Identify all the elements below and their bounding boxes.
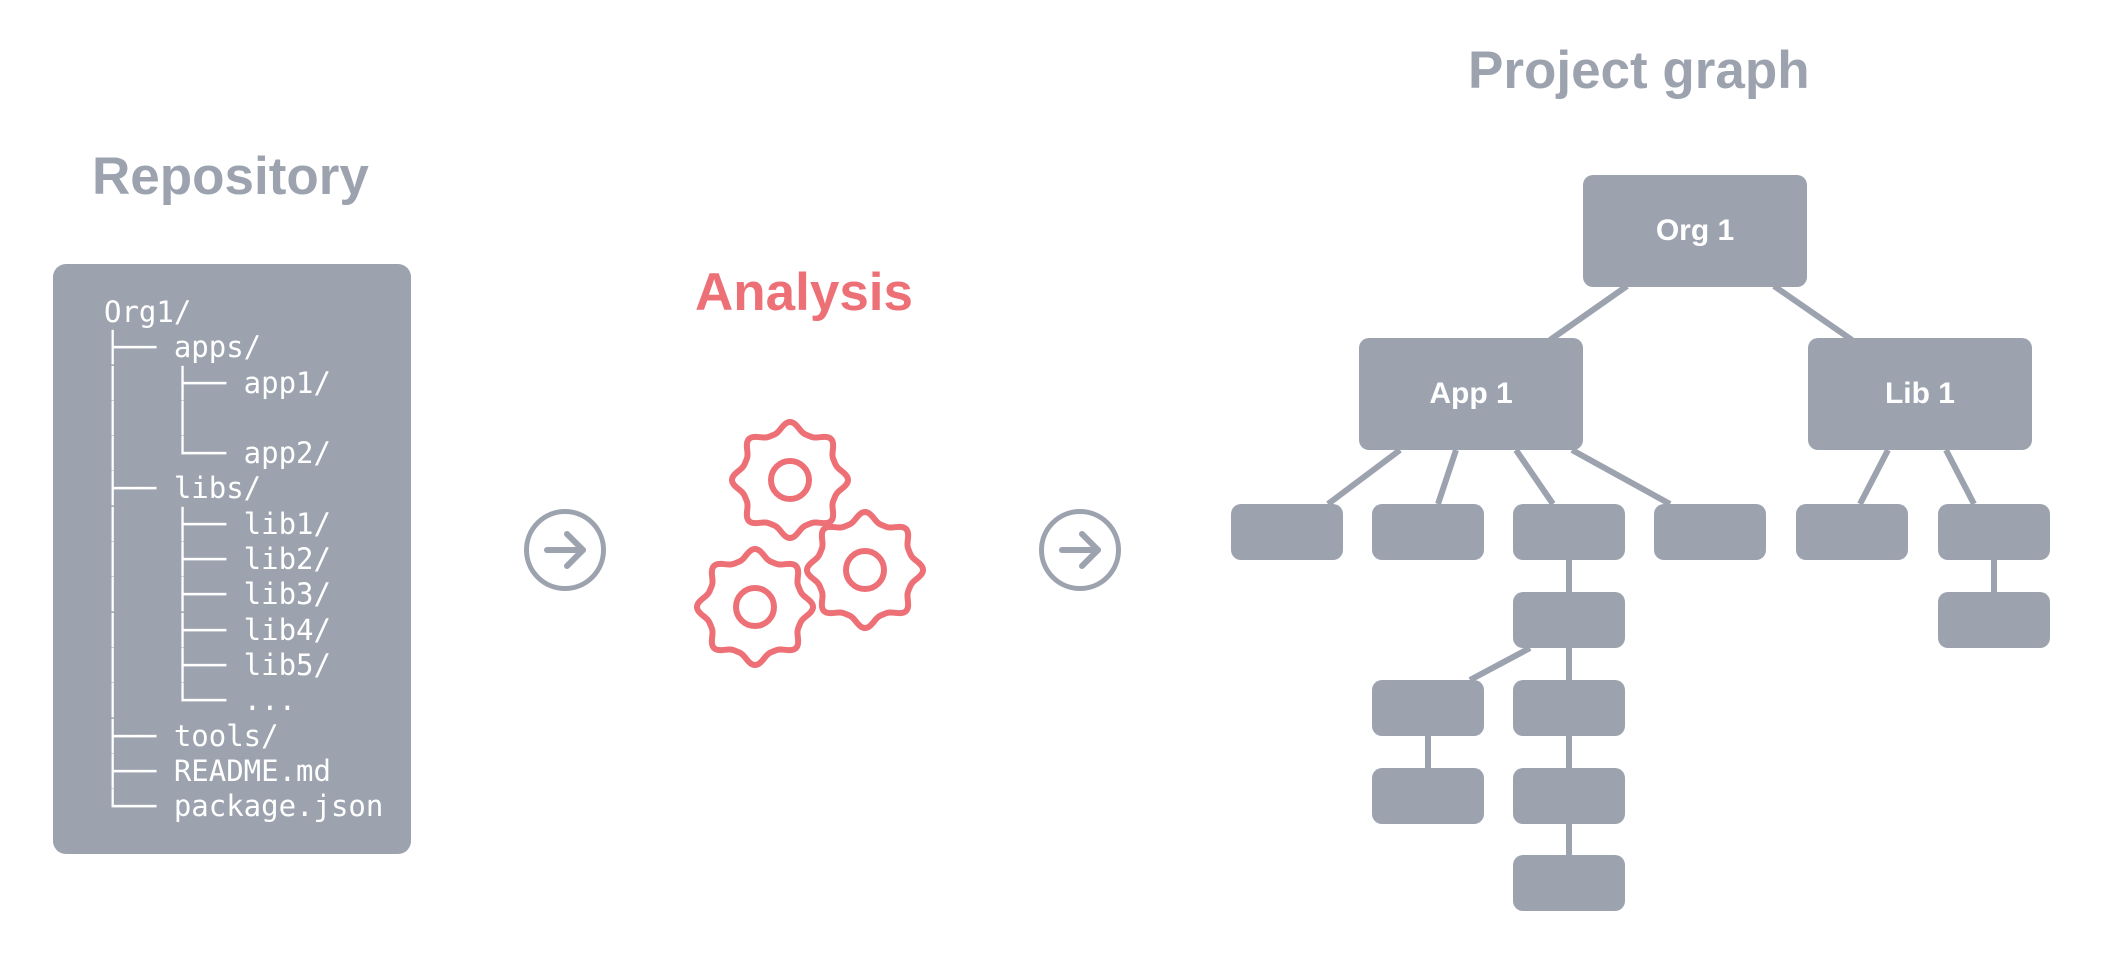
tree-line: │ ├── lib4/ [104, 612, 331, 647]
gears-icon [694, 419, 926, 668]
graph-node [1938, 504, 2050, 560]
tree-line: │ ├── lib2/ [104, 542, 331, 577]
graph-node [1372, 680, 1484, 736]
gear-hole [733, 585, 777, 629]
tree-line: └── package.json [104, 789, 384, 824]
tree-line: │ ├── lib5/ [104, 647, 331, 682]
tree-line: Org1/ [104, 295, 192, 329]
gear-shape [729, 419, 851, 541]
graph-node-lib: Lib 1 [1808, 338, 2032, 450]
graph-node [1231, 504, 1343, 560]
gear-shape [694, 546, 816, 668]
repository-file-tree: Org1/ ├── apps/ │ ├── app1/ │ │ │ └── ap… [104, 295, 383, 824]
graph-node [1513, 855, 1625, 911]
tree-line: │ ├── lib1/ [104, 506, 331, 541]
tree-line: ├── README.md [104, 753, 331, 788]
tree-line: ├── libs/ [104, 471, 262, 506]
graph-node-app: App 1 [1359, 338, 1583, 450]
project-graph-heading: Project graph [1468, 41, 1810, 100]
graph-node [1796, 504, 1908, 560]
gear-shape [804, 509, 926, 631]
graph-node [1372, 768, 1484, 824]
tree-line: │ └── app2/ [104, 436, 331, 471]
graph-node [1513, 680, 1625, 736]
tree-line: │ └── ... [104, 683, 297, 718]
repository-panel [53, 264, 411, 854]
tree-line: │ ├── lib3/ [104, 577, 331, 612]
tree-line: ├── tools/ [104, 718, 279, 753]
graph-node [1513, 768, 1625, 824]
graph-node [1513, 504, 1625, 560]
repository-heading: Repository [92, 147, 369, 206]
graph-node [1654, 504, 1766, 560]
arrow-right-circle-icon [1039, 509, 1121, 591]
tree-line: ├── apps/ [104, 330, 262, 365]
analysis-heading: Analysis [695, 263, 914, 322]
tree-line: │ │ [104, 400, 192, 435]
graph-node-org: Org 1 [1583, 175, 1807, 287]
graph-node [1513, 592, 1625, 648]
graph-node [1938, 592, 2050, 648]
tree-line: │ ├── app1/ [104, 365, 331, 400]
arrow-right-circle-icon [524, 509, 606, 591]
gear-hole [768, 458, 812, 502]
graph-node [1372, 504, 1484, 560]
gear-hole [843, 548, 887, 592]
